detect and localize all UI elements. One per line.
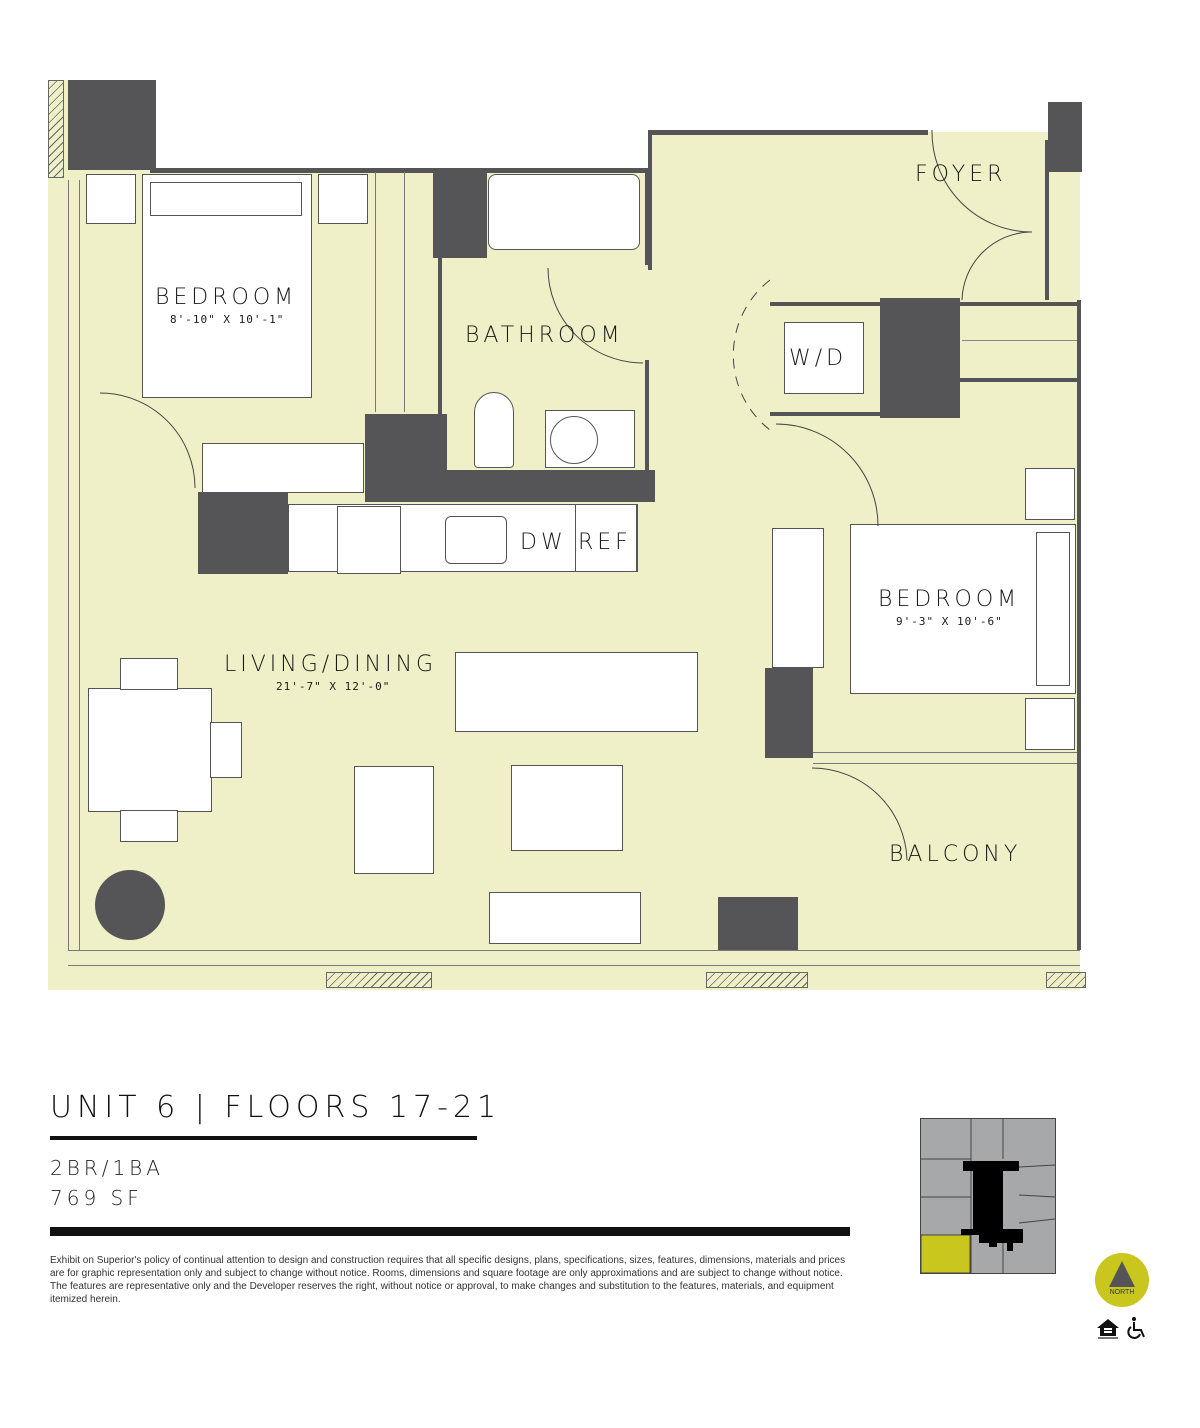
room-label-ref: REF: [578, 530, 632, 555]
nightstand: [1025, 468, 1075, 520]
nightstand: [318, 174, 368, 224]
north-compass: NORTH: [1095, 1253, 1149, 1307]
room-label-bedroom-1: BEDROOM: [155, 285, 298, 310]
column: [718, 897, 798, 955]
wall-top-west: [150, 168, 648, 173]
pillow: [150, 182, 302, 216]
hatch-sill: [706, 972, 808, 988]
wall-bathroom-east-lower: [645, 360, 649, 470]
room-label-bedroom-2: BEDROOM: [878, 587, 1021, 612]
kitchen-sink: [445, 516, 507, 564]
north-label: NORTH: [1109, 1289, 1135, 1296]
column: [1048, 102, 1082, 172]
hatch-west: [48, 80, 64, 178]
room-dimensions-bedroom-1: 8'-10" X 10'-1": [170, 313, 285, 326]
door-swings: [99, 129, 1033, 861]
room-label-living-dining: LIVING/DINING: [224, 652, 438, 677]
column-round: [95, 870, 165, 940]
column: [68, 80, 156, 170]
closet-rod: [962, 340, 1077, 341]
room-label-bathroom: BATHROOM: [465, 323, 624, 348]
vanity-sink: [550, 416, 598, 464]
armchair: [354, 766, 434, 874]
refrigerator: [575, 504, 637, 572]
north-arrow-icon: [1109, 1261, 1135, 1287]
room-label-foyer: FOYER: [915, 162, 1007, 187]
column: [365, 414, 447, 474]
key-plan: [920, 1118, 1056, 1274]
wall-closet-bottom: [960, 378, 1078, 382]
column: [880, 298, 960, 418]
room-label-balcony: BALCONY: [889, 842, 1022, 867]
cooktop: [337, 506, 401, 574]
dresser: [202, 443, 364, 493]
title-rule: [50, 1136, 477, 1140]
hatch-sill: [1046, 972, 1086, 988]
nightstand: [1025, 698, 1075, 750]
pillow: [1036, 532, 1070, 686]
room-dimensions-bedroom-2: 9'-3" X 10'-6": [896, 615, 1003, 628]
nightstand: [86, 174, 136, 224]
window-west: [68, 180, 80, 950]
bedroom1-closet: [375, 172, 405, 412]
dining-chair: [210, 722, 242, 778]
key-plan-map: [921, 1119, 1055, 1273]
wall-wd-bottom: [770, 412, 882, 416]
section-rule: [50, 1227, 850, 1236]
unit-bed-bath: 2BR/1BA: [50, 1156, 164, 1180]
dining-chair: [120, 658, 178, 690]
window-sill: [68, 950, 1080, 966]
column: [198, 492, 288, 574]
wall-wd-top: [770, 302, 882, 306]
wall-closet-top: [960, 302, 1078, 306]
wall-bathroom-west: [438, 255, 442, 415]
media-console: [489, 892, 641, 944]
unit-area: 769 SF: [50, 1186, 143, 1210]
dresser: [772, 528, 824, 668]
room-dimensions-living-dining: 21'-7" X 12'-0": [276, 680, 391, 693]
wall-top-east: [648, 130, 928, 135]
equal-housing-icon: [1097, 1319, 1119, 1339]
room-label-wd: W/D: [789, 346, 848, 371]
bedroom2-window: [813, 752, 1077, 764]
wheelchair-icon: [1127, 1317, 1145, 1339]
room-label-dw: DW: [520, 530, 567, 555]
wall-east-upper: [1045, 140, 1049, 300]
dining-chair: [120, 810, 178, 842]
sofa: [455, 652, 698, 732]
wall-kitchen-counter: [365, 470, 655, 502]
wall-east: [1077, 300, 1081, 950]
floor-plan: BEDROOM 8'-10" X 10'-1" BATHROOM FOYER W…: [48, 80, 1086, 990]
toilet: [474, 392, 514, 468]
unit-title: UNIT 6 | FLOORS 17-21: [50, 1090, 502, 1125]
coffee-table: [511, 765, 623, 851]
washer-dryer: [784, 322, 864, 394]
hatch-sill: [326, 972, 432, 988]
wall-bathroom-east: [645, 170, 649, 265]
disclaimer: Exhibit on Superior's policy of continua…: [50, 1255, 846, 1305]
column: [765, 668, 813, 758]
bathtub: [488, 174, 640, 250]
wall-east-notch: [648, 130, 652, 270]
column: [433, 170, 487, 258]
